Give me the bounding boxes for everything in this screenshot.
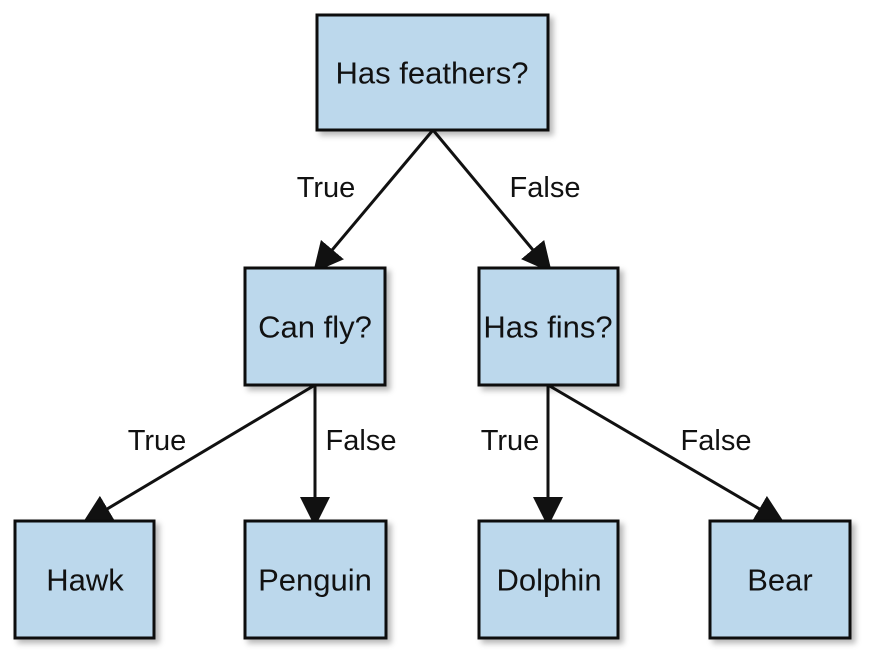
node-bear-label: Bear — [747, 563, 812, 598]
node-hawk-label: Hawk — [46, 563, 124, 598]
edge-label-can-fly-true: True — [128, 425, 187, 457]
edge-root-true — [313, 129, 435, 273]
edge-labels: True False True False True False — [128, 172, 752, 457]
node-dolphin-label: Dolphin — [496, 563, 601, 598]
node-can-fly-label: Can fly? — [258, 310, 372, 345]
node-can-fly: Can fly? — [243, 266, 387, 387]
node-bear: Bear — [708, 519, 852, 640]
edge-label-has-fins-true: True — [481, 425, 540, 457]
node-root: Has feathers? — [315, 13, 550, 132]
node-has-fins-label: Has fins? — [483, 310, 612, 345]
edge-label-root-false: False — [510, 172, 581, 204]
node-penguin-label: Penguin — [258, 563, 372, 598]
edge-root-false — [431, 129, 552, 273]
edges — [81, 129, 786, 527]
edge-label-has-fins-false: False — [681, 425, 752, 457]
node-root-label: Has feathers? — [336, 56, 529, 91]
node-hawk: Hawk — [13, 519, 156, 640]
node-has-fins: Has fins? — [477, 266, 620, 387]
node-penguin: Penguin — [243, 519, 388, 640]
edge-label-can-fly-false: False — [326, 425, 397, 457]
edge-can-fly-true — [81, 383, 316, 525]
node-dolphin: Dolphin — [477, 519, 620, 640]
edge-has-fins-false — [547, 383, 786, 525]
edge-label-root-true: True — [297, 172, 356, 204]
